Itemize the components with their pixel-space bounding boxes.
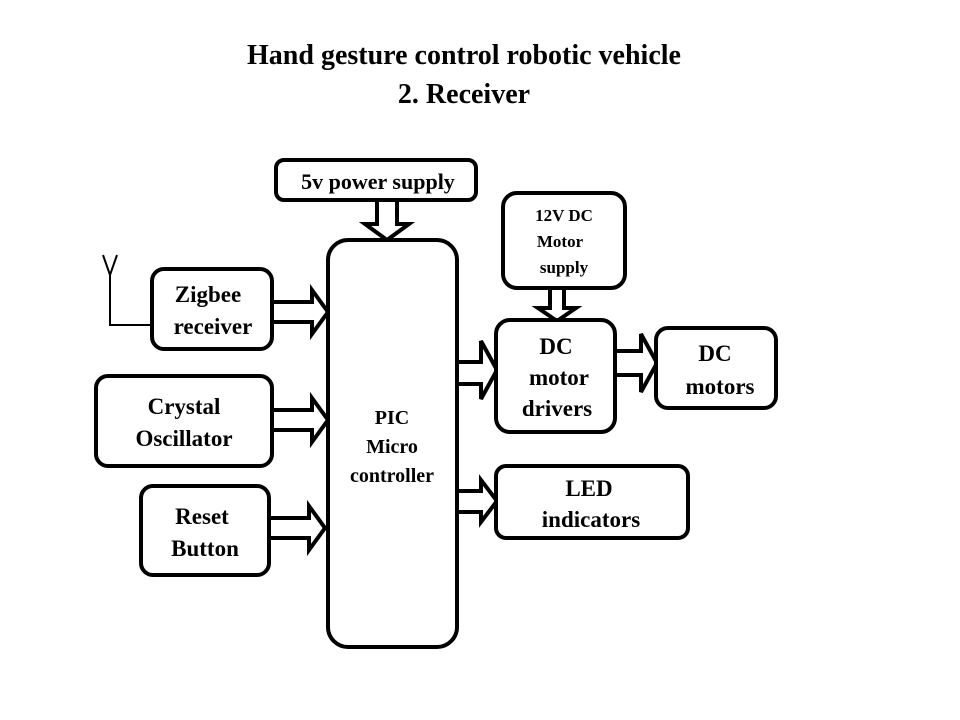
motor-supply-label-2: Motor xyxy=(537,232,584,251)
pic-microcontroller-block: PIC Micro controller xyxy=(326,238,459,649)
drivers-label-1: DC xyxy=(539,334,572,359)
crystal-label-2: Oscillator xyxy=(135,426,232,451)
antenna-icon xyxy=(102,254,152,326)
power-supply-block: 5v power supply xyxy=(274,158,478,202)
arrow-zigbee-to-pic xyxy=(272,283,331,341)
pic-label-3: controller xyxy=(350,465,434,487)
reset-button-block: Reset Button xyxy=(139,484,271,577)
zigbee-receiver-block: Zigbee receiver xyxy=(150,267,274,351)
title-line-1: Hand gesture control robotic vehicle xyxy=(247,40,681,71)
arrow-pic-to-drivers xyxy=(457,340,500,400)
drivers-label-3: drivers xyxy=(522,396,592,421)
led-label-2: indicators xyxy=(542,507,640,532)
dc-motor-drivers-block: DC motor drivers xyxy=(494,318,617,434)
drivers-label-2: motor xyxy=(529,365,589,390)
led-label-1: LED xyxy=(565,476,612,501)
arrow-crystal-to-pic xyxy=(272,391,331,449)
zigbee-label-1: Zigbee xyxy=(175,282,241,307)
motors-label-2: motors xyxy=(686,374,755,399)
reset-label-1: Reset xyxy=(175,504,229,529)
zigbee-label-2: receiver xyxy=(174,314,253,339)
pic-label-1: PIC xyxy=(375,407,409,429)
power-supply-label: 5v power supply xyxy=(301,169,455,194)
led-indicators-block: LED indicators xyxy=(494,464,690,540)
reset-label-2: Button xyxy=(171,536,239,561)
dc-motors-block: DC motors xyxy=(654,326,778,410)
arrow-drivers-to-motors xyxy=(615,333,660,393)
crystal-label-1: Crystal xyxy=(148,394,221,419)
title-line-2: 2. Receiver xyxy=(398,79,530,110)
motor-supply-block: 12V DC Motor supply xyxy=(501,191,627,290)
arrow-power-to-pic xyxy=(358,200,416,243)
pic-label-2: Micro xyxy=(366,436,418,458)
motor-supply-label-3: supply xyxy=(540,258,589,277)
arrow-supply-to-drivers xyxy=(531,288,583,324)
motor-supply-label-1: 12V DC xyxy=(535,206,593,225)
motors-label-1: DC xyxy=(698,341,731,366)
arrow-pic-to-led xyxy=(457,474,500,528)
arrow-reset-to-pic xyxy=(269,499,328,557)
crystal-oscillator-block: Crystal Oscillator xyxy=(94,374,274,468)
